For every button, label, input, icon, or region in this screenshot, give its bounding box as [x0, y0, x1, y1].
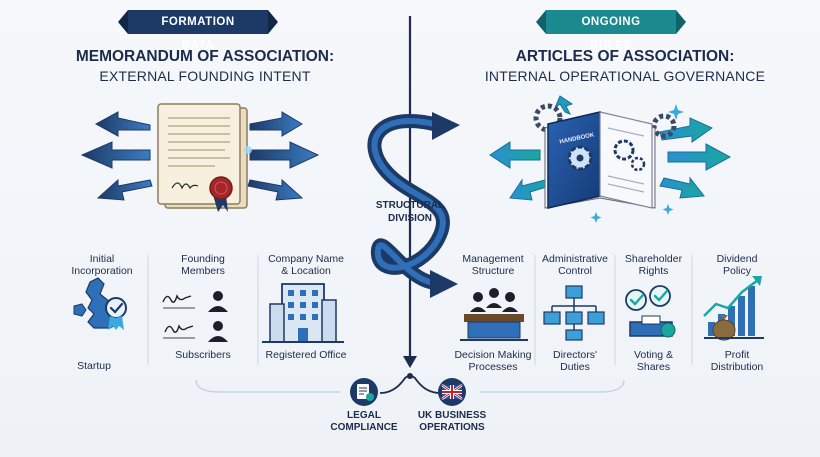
administrative-control-title: Administrative Control [542, 253, 608, 277]
gear-icon [651, 113, 677, 139]
articles-book-group [489, 95, 732, 223]
arrow-up-left [554, 95, 574, 115]
legal-compliance-label: LEGAL COMPLIANCE [330, 410, 398, 433]
startup-caption: Startup [77, 360, 111, 372]
arrow-left-upper [94, 111, 151, 137]
registered-office-caption: Registered Office [265, 349, 347, 361]
arrow-left-middle [80, 141, 151, 169]
person-icon [213, 291, 223, 301]
person-icon [213, 321, 223, 331]
articles-heading: ARTICLES OF ASSOCIATION: [515, 48, 735, 65]
profit-distribution-caption: Profit Distribution [710, 349, 764, 373]
formation-data-ribbon: FORMATION DATA [118, 10, 278, 52]
founding-members-title: Founding Members [181, 253, 225, 277]
voting-checkmarks-icon [625, 285, 676, 338]
center-arrowhead [403, 356, 417, 368]
gear-icon [613, 139, 635, 161]
uk-flag-icon [438, 378, 466, 406]
gear-icon [533, 103, 563, 133]
arrow-left-lower [509, 178, 551, 201]
uk-business-operations-label: UK BUSINESS OPERATIONS [417, 410, 487, 433]
memorandum-subheading: EXTERNAL FOUNDING INTENT [99, 68, 311, 84]
dividend-policy-title: Dividend Policy [716, 253, 758, 277]
directors-duties-caption: Directors' Duties [552, 349, 597, 373]
gear-hub [576, 154, 584, 162]
sparkle-icon [590, 212, 602, 223]
ribbon-tail [676, 10, 686, 34]
wax-seal-icon [209, 176, 233, 200]
sparkle-icon [668, 104, 684, 120]
arrow-right-upper [659, 117, 714, 143]
formation-data-label: FORMATION DATA [128, 10, 268, 52]
voting-shares-caption: Voting & Shares [633, 349, 674, 373]
subscribers-caption: Subscribers [175, 349, 231, 361]
office-building-icon [262, 283, 344, 343]
articles-subheading: INTERNAL OPERATIONAL GOVERNANCE [484, 68, 766, 84]
ongoing-rules-label: ONGOING RULES [546, 10, 676, 52]
shareholder-rights-title: Shareholder Rights [624, 253, 683, 277]
connector-node [407, 373, 413, 379]
management-structure-title: Management Structure [462, 253, 524, 277]
gear-icon [630, 156, 646, 172]
bottom-connector-left [195, 379, 340, 393]
management-meeting-icon [460, 288, 528, 341]
ongoing-rules-ribbon: ONGOING RULES [536, 10, 686, 52]
s-curve-highlight [371, 118, 446, 286]
legal-compliance-icon [350, 378, 378, 406]
ribbon-tail [118, 10, 128, 34]
wax-seal-inner [214, 181, 228, 195]
memorandum-heading: MEMORANDUM OF ASSOCIATION: [75, 48, 335, 65]
s-curve-top-arrowhead [432, 112, 460, 140]
decision-making-caption: Decision Making Processes [454, 349, 532, 373]
memorandum-document-group [80, 103, 320, 212]
signature-icon [171, 182, 199, 190]
arrow-right-lower [247, 178, 304, 201]
arrow-right-lower [659, 176, 705, 199]
sparkle-icon [662, 204, 674, 215]
profit-chart-icon [703, 276, 764, 341]
structural-division-label: STRUCTURAL DIVISION [375, 200, 445, 224]
initial-incorporation-title: Initial Incorporation [71, 253, 133, 277]
uk-map-badge-icon [73, 277, 127, 330]
arrow-right-middle [249, 141, 320, 169]
glow-dot [244, 146, 252, 154]
ribbon-tail [268, 10, 278, 34]
bottom-connector-right [480, 379, 625, 393]
arrow-right-upper [249, 111, 303, 137]
ribbon-tail [536, 10, 546, 34]
subscribers-signatures-icon [162, 291, 228, 342]
arrow-right-middle [667, 143, 732, 171]
s-curve-bottom-arrowhead [430, 270, 458, 298]
org-chart-icon [543, 285, 605, 341]
company-name-location-title: Company Name & Location [268, 253, 344, 277]
arrow-left-lower [96, 178, 153, 201]
arrow-left-middle [489, 141, 541, 169]
